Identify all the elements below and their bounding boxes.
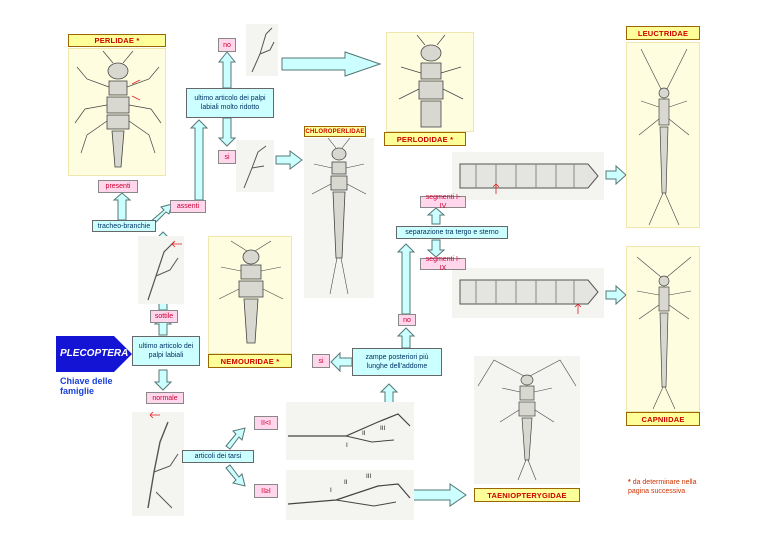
abdomen-i-iv-illustration xyxy=(452,152,604,200)
capniidae-illustration xyxy=(626,246,700,412)
footnote-text: da determinare nella pagina successiva xyxy=(628,479,697,495)
arrow-no-up xyxy=(396,243,416,315)
node-zampe: zampe posteriori più lunghe dell'addome xyxy=(352,348,442,376)
arrow-zampe-up xyxy=(396,327,416,349)
node-tracheo: tracheo-branchie xyxy=(92,220,156,232)
family-chloroperlidae: CHLOROPERLIDAE xyxy=(304,126,366,137)
arrow-to-chloroperlidae xyxy=(275,150,303,170)
footnote-star: * xyxy=(628,479,631,486)
arrow-down-si xyxy=(217,117,237,147)
family-perlodidae: PERLODIDAE * xyxy=(384,132,466,146)
taeniopterygidae-illustration xyxy=(474,356,580,484)
arrow-to-leuctridae xyxy=(605,164,627,186)
node-presenti: presenti xyxy=(98,180,138,193)
plecoptera-title-block: PLECOPTERA xyxy=(56,336,132,372)
leg-ii-lt-illustration xyxy=(286,402,414,460)
arrow-palpi-down xyxy=(153,369,173,391)
node-segmenti-iv: segmenti I-IV xyxy=(420,194,466,210)
arrow-to-taenio xyxy=(409,483,467,507)
arrow-to-presenti xyxy=(112,192,132,221)
node-articoli: articoli dei tarsi xyxy=(182,450,254,463)
node-ii-lt: II<I xyxy=(254,416,278,430)
palpi-si-illustration xyxy=(236,140,274,192)
footnote: * da determinare nella pagina successiva xyxy=(628,478,718,496)
arrow-to-perlodidae xyxy=(281,51,382,77)
nemouridae-illustration xyxy=(208,236,292,354)
arrow-up-no xyxy=(217,51,237,89)
plecoptera-title: PLECOPTERA xyxy=(60,348,129,359)
node-segmenti-ix: segmenti I-IX xyxy=(420,256,466,272)
leuctridae-illustration xyxy=(626,42,700,228)
node-si-top: si xyxy=(218,150,236,164)
arrow-sep-down xyxy=(426,239,446,258)
family-taeniopterygidae: TAENIOPTERYGIDAE xyxy=(474,488,580,502)
leg-ii-ge-illustration xyxy=(286,470,414,520)
perlidae-illustration xyxy=(68,48,166,176)
key-subtitle: Chiave delle famiglie xyxy=(60,376,113,396)
family-perlidae: PERLIDAE * xyxy=(68,34,166,47)
node-ultimo-palpi: ultimo articolo dei palpi labiali xyxy=(132,336,200,366)
node-no-top: no xyxy=(218,38,236,52)
arrow-sep-up xyxy=(426,207,446,225)
node-ultimo-ridotto: ultimo articolo dei palpi labiali molto … xyxy=(186,88,274,118)
palpi-no-illustration xyxy=(246,24,278,76)
node-assenti: assenti xyxy=(170,200,206,213)
arrow-to-ii-ge xyxy=(225,464,246,487)
arrow-to-si-mid xyxy=(330,351,353,373)
family-nemouridae: NEMOURIDAE * xyxy=(208,354,292,368)
arrow-assenti-up xyxy=(189,119,209,201)
palpi-normale-illustration xyxy=(132,412,184,516)
palpi-sottile-illustration xyxy=(138,236,184,304)
abdomen-i-ix-illustration xyxy=(452,268,604,318)
node-normale: normale xyxy=(146,392,184,404)
node-no-mid: no xyxy=(398,314,416,326)
perlodidae-illustration xyxy=(386,32,474,132)
arrow-to-capniidae xyxy=(605,284,627,306)
node-separazione: separazione tra tergo e sterno xyxy=(396,226,508,239)
arrow-to-ii-lt xyxy=(225,427,246,450)
node-si-mid: si xyxy=(312,354,330,368)
family-capniidae: CAPNIIDAE xyxy=(626,412,700,426)
chloroperlidae-illustration xyxy=(304,137,374,298)
node-sottile: sottile xyxy=(150,310,178,323)
node-ii-ge: II≥I xyxy=(254,484,278,498)
family-leuctridae: LEUCTRIDAE xyxy=(626,26,700,40)
